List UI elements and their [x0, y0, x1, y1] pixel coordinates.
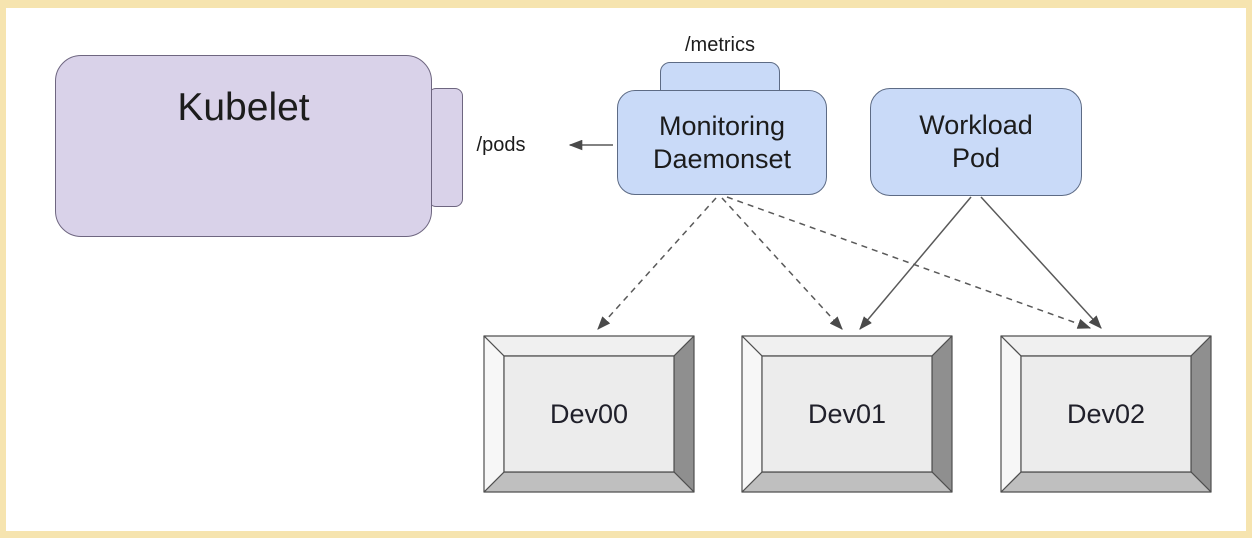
- monitoring-daemonset-label-line2: Daemonset: [652, 143, 792, 174]
- monitoring-daemonset-node: Monitoring Daemonset: [617, 90, 827, 195]
- device-bevel-shape: [1000, 335, 1212, 493]
- edge-monitoring-to-dev00: [597, 197, 717, 330]
- monitoring-daemonset-label-line1: Monitoring: [658, 110, 786, 141]
- device-bevel-shape: [483, 335, 695, 493]
- device-label: Dev01: [807, 398, 887, 429]
- workload-pod-label-line2: Pod: [951, 143, 1001, 173]
- metrics-endpoint-label: /metrics: [685, 34, 755, 56]
- workload-pod-node: Workload Pod: [870, 88, 1082, 196]
- edge-monitoring-to-dev02: [726, 196, 1092, 329]
- device-node-dev02: Dev02: [1000, 335, 1212, 493]
- device-label: Dev02: [1066, 398, 1146, 429]
- device-node-dev01: Dev01: [741, 335, 953, 493]
- edge-monitoring-to-dev01: [721, 197, 843, 330]
- edge-workload-to-dev02: [980, 196, 1102, 329]
- workload-pod-label-line1: Workload: [919, 110, 1033, 140]
- pods-endpoint-label: /pods: [476, 134, 526, 156]
- kubelet-label: Kubelet: [177, 86, 310, 129]
- device-label: Dev00: [549, 398, 629, 429]
- device-bevel-shape: [741, 335, 953, 493]
- device-node-dev00: Dev00: [483, 335, 695, 493]
- kubelet-node: Kubelet: [55, 55, 432, 237]
- edge-workload-to-dev01: [859, 196, 972, 330]
- kubelet-port-shape: [428, 88, 463, 207]
